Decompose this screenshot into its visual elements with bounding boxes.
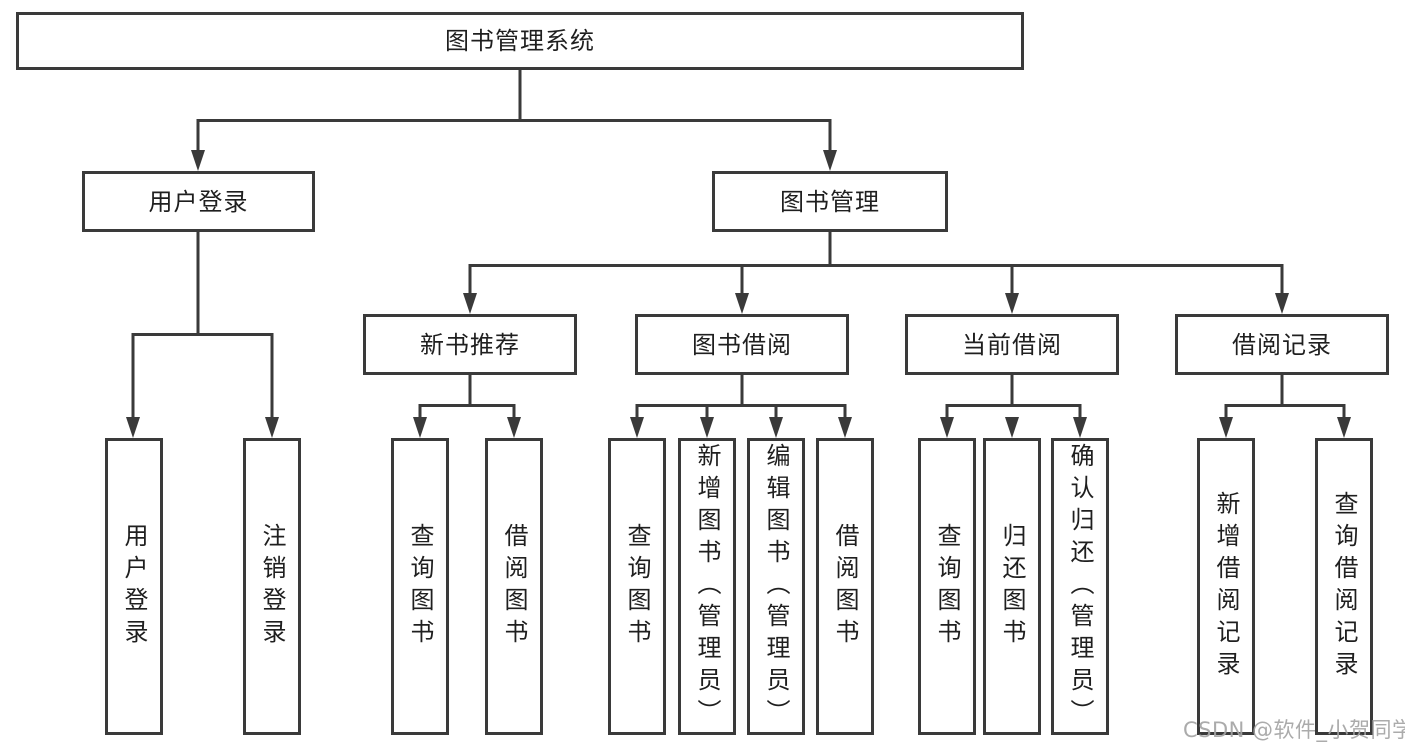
node-book-management-group: 图书管理 (712, 171, 948, 232)
leaf-logout: 注销登录 (243, 438, 301, 735)
leaf-add-books-admin: 新增图书（管理员） (678, 438, 736, 735)
node-user-login-group: 用户登录 (82, 171, 315, 232)
leaf-add-borrow-record-label: 新增借阅记录 (1212, 490, 1240, 683)
leaf-query-books-current: 查询图书 (918, 438, 976, 735)
leaf-query-books-current-label: 查询图书 (933, 522, 961, 651)
leaf-return-books-label: 归还图书 (998, 522, 1026, 651)
node-book-borrowing: 图书借阅 (635, 314, 849, 375)
leaf-logout-label: 注销登录 (258, 522, 286, 651)
leaf-query-books-recommend-label: 查询图书 (406, 522, 434, 651)
leaf-user-login-label: 用户登录 (120, 522, 148, 651)
watermark: CSDN @软件_小贺同学 (1183, 718, 1405, 742)
leaf-add-borrow-record: 新增借阅记录 (1197, 438, 1255, 735)
node-new-book-recommendation: 新书推荐 (363, 314, 577, 375)
node-borrowing-records: 借阅记录 (1175, 314, 1389, 375)
leaf-edit-books-admin-label: 编辑图书（管理员） (762, 442, 790, 731)
node-current-borrowing: 当前借阅 (905, 314, 1119, 375)
leaf-query-books-recommend: 查询图书 (391, 438, 449, 735)
leaf-return-books: 归还图书 (983, 438, 1041, 735)
leaf-edit-books-admin: 编辑图书（管理员） (747, 438, 805, 735)
node-library-management-system: 图书管理系统 (16, 12, 1024, 70)
leaf-query-borrow-record: 查询借阅记录 (1315, 438, 1373, 735)
leaf-query-books-borrowing: 查询图书 (608, 438, 666, 735)
leaf-confirm-return-admin-label: 确认归还（管理员） (1066, 442, 1094, 731)
leaf-query-borrow-record-label: 查询借阅记录 (1330, 490, 1358, 683)
leaf-add-books-admin-label: 新增图书（管理员） (693, 442, 721, 731)
leaf-confirm-return-admin: 确认归还（管理员） (1051, 438, 1109, 735)
leaf-borrow-books-recommend: 借阅图书 (485, 438, 543, 735)
leaf-query-books-borrowing-label: 查询图书 (623, 522, 651, 651)
leaf-borrow-books-recommend-label: 借阅图书 (500, 522, 528, 651)
connector-arrowheads (126, 150, 1351, 438)
leaf-user-login: 用户登录 (105, 438, 163, 735)
leaf-borrow-books: 借阅图书 (816, 438, 874, 735)
leaf-borrow-books-label: 借阅图书 (831, 522, 859, 651)
